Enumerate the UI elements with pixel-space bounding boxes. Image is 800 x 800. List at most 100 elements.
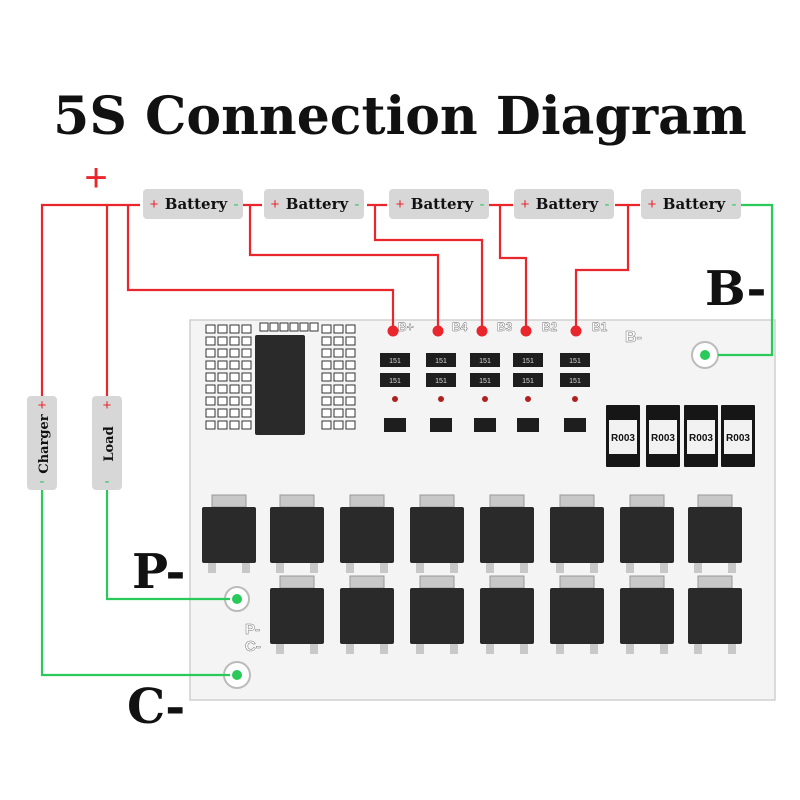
mosfet-tab	[489, 575, 525, 589]
resistor-151	[470, 373, 500, 387]
mosfet-pin	[276, 644, 284, 654]
smd-component	[321, 348, 332, 358]
mosfet-pin	[242, 563, 250, 573]
mosfet-tab	[211, 494, 247, 508]
smd-component	[345, 408, 356, 418]
battery-body	[641, 189, 741, 219]
smd-component	[333, 360, 344, 370]
mosfet-pin	[520, 563, 528, 573]
control-ic	[255, 335, 305, 435]
smd-component	[217, 360, 228, 370]
smd-component	[321, 336, 332, 346]
load-minus: -	[105, 473, 110, 490]
battery-plus: +	[271, 196, 280, 213]
shunt-resistor: R003	[684, 405, 718, 467]
smd-component	[321, 360, 332, 370]
battery-minus: -	[355, 196, 360, 213]
shunt-code: R003	[651, 433, 675, 444]
battery-plus: +	[396, 196, 405, 213]
mosfet	[550, 575, 604, 654]
wire-p-minus	[105, 488, 230, 601]
resistor-151	[470, 353, 500, 367]
smd-component	[333, 348, 344, 358]
mosfet-pin	[728, 644, 736, 654]
smd-component	[241, 408, 252, 418]
mosfet-tab	[419, 575, 455, 589]
shunt-face	[649, 420, 677, 454]
balance-transistor	[430, 418, 452, 432]
pad-label: B2	[542, 320, 558, 334]
mosfet-pin	[416, 563, 424, 573]
smd-component	[229, 384, 240, 394]
mosfet	[340, 575, 394, 654]
smd-component	[229, 360, 240, 370]
mosfet	[410, 494, 464, 573]
battery-body	[264, 189, 364, 219]
mosfet-pin	[276, 563, 284, 573]
smd-component	[259, 322, 269, 332]
load-block: + Load -	[92, 396, 122, 490]
mosfet-pin	[346, 563, 354, 573]
smd-component	[205, 396, 216, 406]
smd-component	[217, 336, 228, 346]
mosfet	[620, 494, 674, 573]
battery-label: Battery	[663, 195, 727, 213]
mosfet-body	[550, 507, 604, 563]
mosfet-body	[410, 588, 464, 644]
smd-component	[217, 348, 228, 358]
mosfet	[340, 494, 394, 573]
charger-body	[27, 396, 57, 490]
p-minus-dot	[232, 594, 242, 604]
wire-b4	[248, 205, 440, 329]
smd-component	[205, 348, 216, 358]
smd-component	[217, 420, 228, 430]
resistor-code: 151	[569, 358, 581, 365]
mosfet-tab	[629, 494, 665, 508]
battery-4: +Battery-	[514, 189, 614, 219]
led	[438, 396, 444, 402]
smd-component	[241, 396, 252, 406]
smd-component	[299, 322, 309, 332]
b-minus-silk-label: B-	[625, 329, 642, 346]
smd-component	[345, 384, 356, 394]
smd-component	[279, 322, 289, 332]
resistor-code: 151	[522, 378, 534, 385]
battery-body	[143, 189, 243, 219]
shunt-face	[609, 420, 637, 454]
smd-component	[309, 322, 319, 332]
mosfet-pin	[660, 563, 668, 573]
pad-label: B1	[592, 320, 608, 334]
led	[572, 396, 578, 402]
mosfet-pin	[310, 563, 318, 573]
resistor-151	[380, 353, 410, 367]
smd-component	[205, 360, 216, 370]
mosfet-body	[620, 507, 674, 563]
resistor-code: 151	[479, 378, 491, 385]
smd-component	[241, 384, 252, 394]
pad-connection-dots	[387, 325, 582, 337]
smd-component	[321, 420, 332, 430]
resistor-code: 151	[389, 358, 401, 365]
load-plus: +	[103, 397, 112, 414]
mosfet	[202, 494, 256, 573]
smd-component	[241, 372, 252, 382]
smd-component	[345, 396, 356, 406]
resistor-151	[380, 373, 410, 387]
mosfet-body	[620, 588, 674, 644]
battery-minus: -	[480, 196, 485, 213]
smd-component	[333, 396, 344, 406]
resistor-151	[560, 373, 590, 387]
main-plus-sign: +	[84, 156, 107, 200]
smd-component	[321, 408, 332, 418]
mosfet-pin	[208, 563, 216, 573]
mosfet-body	[270, 507, 324, 563]
battery-minus: -	[234, 196, 239, 213]
smd-component	[217, 396, 228, 406]
smd-component	[345, 360, 356, 370]
dot-b3	[476, 325, 488, 337]
smd-component	[333, 408, 344, 418]
wire-b-minus	[718, 203, 774, 357]
smd-component	[229, 372, 240, 382]
smd-component	[205, 372, 216, 382]
mosfet	[270, 575, 324, 654]
